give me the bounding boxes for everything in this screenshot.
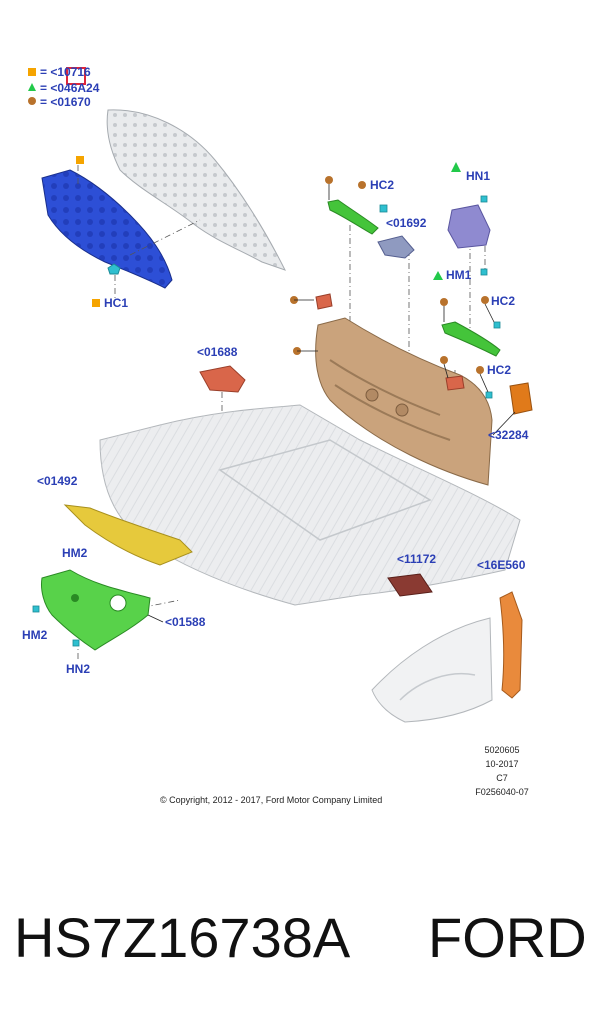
callout-hn2: HN2 xyxy=(66,662,91,676)
callout-hc2-top: HC2 xyxy=(370,178,395,192)
callout-16e560: <16E560 xyxy=(477,558,526,572)
legend-circle-icon xyxy=(28,97,36,105)
bracket-hn1 xyxy=(447,204,491,249)
drawing-code: C7 xyxy=(496,773,508,783)
callout-hc1: HC1 xyxy=(104,296,129,310)
fender-seal-16e560 xyxy=(499,591,523,699)
dash-insulator-green xyxy=(41,569,151,651)
cowl-seal-upper xyxy=(327,199,379,235)
callout-hn1: HN1 xyxy=(466,169,491,183)
hood xyxy=(106,109,286,271)
legend-item-circle: = <01670 xyxy=(40,95,91,109)
callout-01688: <01688 xyxy=(197,345,238,359)
legend-square-icon xyxy=(28,68,36,76)
drawing-date: 10-2017 xyxy=(485,759,519,769)
panel-01492 xyxy=(63,504,193,566)
legend-item-triangle: = <046A24 xyxy=(40,81,100,95)
pad-11172 xyxy=(387,573,433,597)
callout-hc2-mid: HC2 xyxy=(491,294,516,308)
caption-bar xyxy=(0,860,600,1017)
brand-name: FORD xyxy=(428,906,587,969)
figure-id: F0256040-07 xyxy=(475,787,529,797)
callout-hc2-low: HC2 xyxy=(487,363,512,377)
square-marker-icon xyxy=(92,299,100,307)
exploded-view-drawing xyxy=(28,67,533,723)
pad-01688 xyxy=(199,365,246,393)
leader-lines xyxy=(147,184,516,623)
callout-hm2-b: HM2 xyxy=(22,628,48,642)
dash-panel xyxy=(315,317,493,486)
callout-hm2-a: HM2 xyxy=(62,546,88,560)
callout-32284: <32284 xyxy=(488,428,529,442)
triangle-marker-icons xyxy=(433,162,461,280)
legend-item-square: = <10716 xyxy=(40,65,91,79)
copyright-notice: © Copyright, 2012 - 2017, Ford Motor Com… xyxy=(160,795,383,805)
pad-small-1 xyxy=(315,293,333,310)
square-marker-icon xyxy=(76,156,84,164)
pad-small-2 xyxy=(445,375,465,391)
bracket-01692 xyxy=(377,235,415,259)
clip-icons xyxy=(32,195,501,647)
callout-01492: <01492 xyxy=(37,474,78,488)
callout-01692: <01692 xyxy=(386,216,427,230)
legend-triangle-icon xyxy=(28,83,36,91)
part-number: HS7Z16738A xyxy=(14,906,351,969)
cowl-seal-lower xyxy=(441,321,501,357)
callout-11172: <11172 xyxy=(397,552,437,566)
fender xyxy=(371,617,493,723)
drawing-number: 5020605 xyxy=(484,745,520,755)
hood-insulator xyxy=(41,169,173,289)
callout-hm1: HM1 xyxy=(446,268,472,282)
block-32284 xyxy=(509,382,533,415)
highlight-box-icon xyxy=(66,67,86,85)
callout-01588: <01588 xyxy=(165,615,206,629)
clip-icon xyxy=(107,263,121,275)
